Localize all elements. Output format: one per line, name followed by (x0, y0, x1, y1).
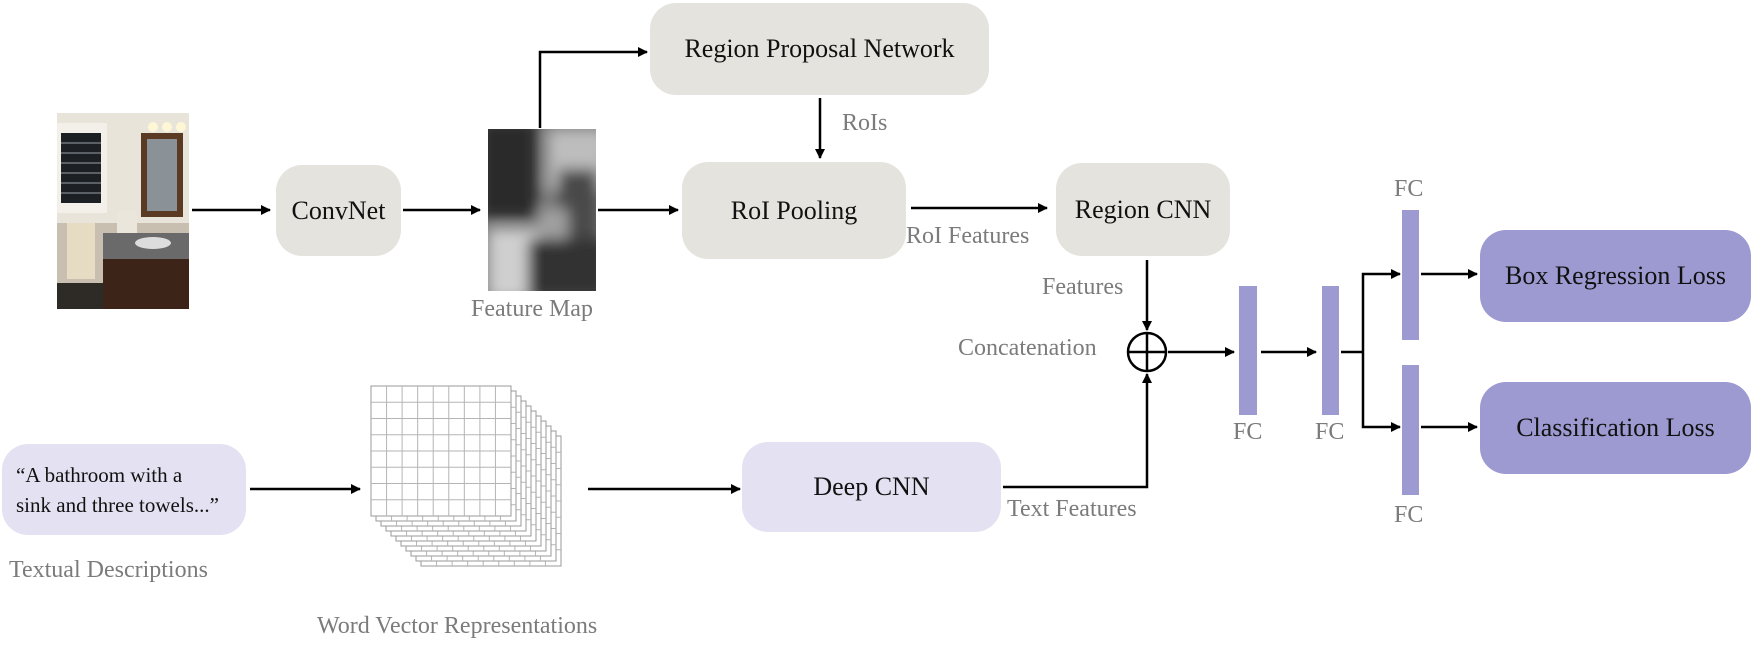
arrow-deepcnn-to-concat (1003, 373, 1152, 489)
fc-bar-2 (1322, 286, 1339, 415)
deep-cnn-box: Deep CNN (742, 442, 1001, 532)
concatenation-label: Concatenation (958, 335, 1097, 361)
fc-label-top: FC (1394, 176, 1424, 202)
word-vector-representations-label: Word Vector Representations (317, 613, 598, 639)
classification-loss-box: Classification Loss (1480, 382, 1751, 474)
concatenation-icon (1126, 331, 1168, 373)
textual-description-box: “A bathroom with a sink and three towels… (2, 444, 246, 535)
arrow-branch-to-fc-bottom (1361, 352, 1401, 432)
features-label: Features (1042, 274, 1124, 300)
textual-description-line-1: “A bathroom with a (16, 462, 183, 487)
roi-features-label: RoI Features (906, 223, 1030, 249)
word-vector-layer (370, 385, 512, 517)
feature-map (488, 129, 596, 291)
fc-label-bottom: FC (1394, 502, 1424, 528)
text-features-label: Text Features (1007, 496, 1137, 522)
region-proposal-network-box: Region Proposal Network (650, 3, 989, 95)
convnet-box: ConvNet (276, 165, 401, 256)
fc-bar-bottom (1402, 365, 1419, 495)
word-vector-stack (370, 385, 562, 567)
region-cnn-box: Region CNN (1056, 163, 1230, 256)
input-image (57, 113, 189, 309)
fc-bar-top (1402, 210, 1419, 340)
fc-label-2: FC (1315, 419, 1345, 445)
box-regression-loss-box: Box Regression Loss (1480, 230, 1751, 322)
textual-description-line-2: sink and three towels...” (16, 492, 219, 517)
arrow-branch-to-fc-top (1361, 269, 1401, 352)
rois-label: RoIs (842, 110, 888, 136)
feature-map-label: Feature Map (471, 296, 593, 322)
fc-label-1: FC (1233, 419, 1263, 445)
roi-pooling-box: RoI Pooling (682, 162, 906, 259)
arrow-featuremap-to-rpn (538, 47, 648, 128)
fc-bar-1 (1239, 286, 1257, 415)
textual-descriptions-label: Textual Descriptions (9, 557, 208, 583)
